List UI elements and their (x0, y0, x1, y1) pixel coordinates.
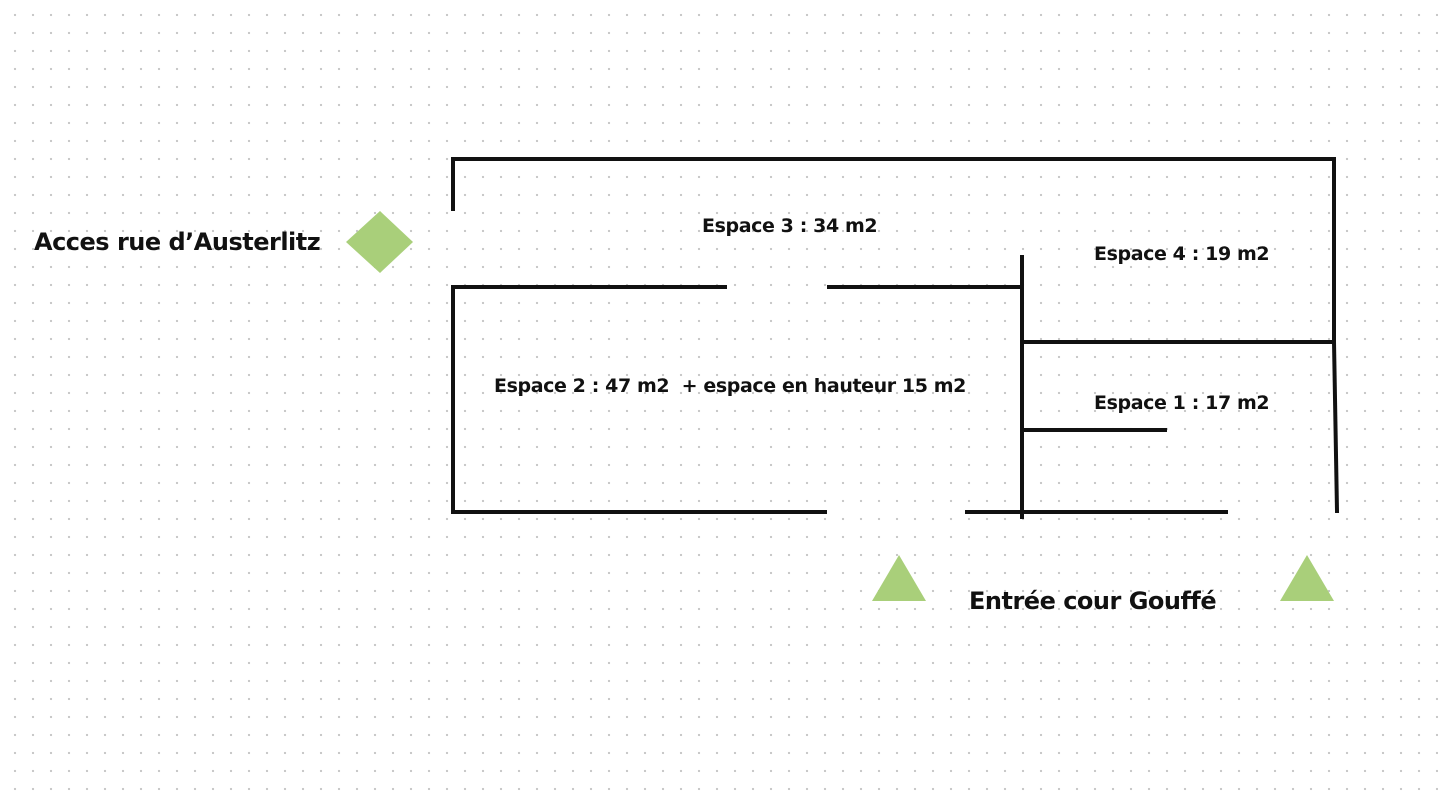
room-label-espace-1: Espace 1 : 17 m2 (1094, 392, 1270, 414)
street-access-label: Acces rue d’Austerlitz (34, 228, 321, 256)
courtyard-entrance-triangle-icon-right (1280, 555, 1334, 601)
room-label-espace-2: Espace 2 : 47 m2 + espace en hauteur 15 … (494, 375, 966, 397)
courtyard-entrance-triangle-icon-left (872, 555, 926, 601)
room-label-espace-4: Espace 4 : 19 m2 (1094, 243, 1270, 265)
courtyard-entrance-label: Entrée cour Gouffé (969, 587, 1217, 615)
street-access-diamond-icon (346, 211, 413, 273)
room-label-espace-3: Espace 3 : 34 m2 (702, 215, 878, 237)
wall-right-lower (1331, 339, 1340, 514)
